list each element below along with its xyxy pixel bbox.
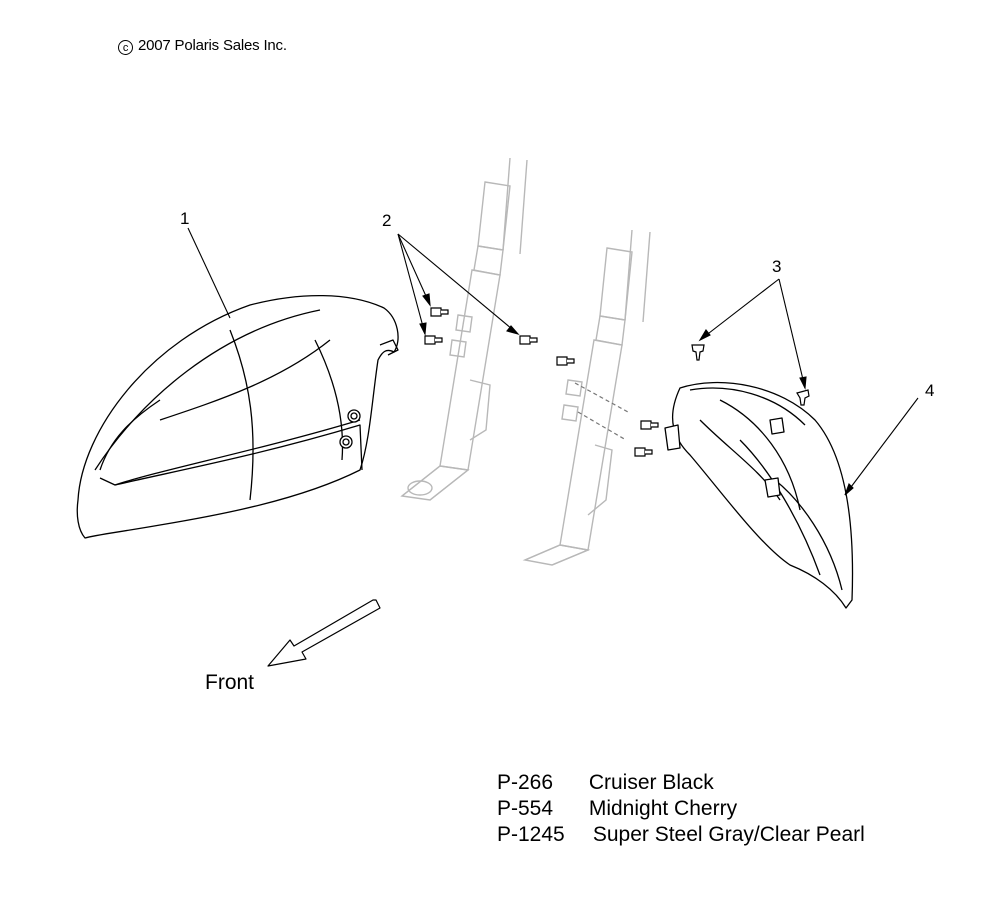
fork-assembly [400,157,651,566]
paint-code-row: P-1245 Super Steel Gray/Clear Pearl [497,822,865,848]
screws-part-2 [424,307,659,457]
paint-code-row: P-266 Cruiser Black [497,770,865,796]
rivets-part-3 [691,344,810,406]
paint-name: Cruiser Black [588,771,714,794]
paint-code-row: P-554 Midnight Cherry [497,796,865,822]
leader-lines [187,227,919,496]
callout-1: 1 [180,209,190,228]
callout-3: 3 [772,257,782,276]
front-fender-part-1 [76,294,399,539]
paint-code: P-1245 [497,823,565,846]
paint-name: Super Steel Gray/Clear Pearl [592,823,865,846]
copyright-text: 2007 Polaris Sales Inc. [138,37,287,54]
rear-fender-part-4 [664,381,854,609]
copyright-notice: c 2007 Polaris Sales Inc. [118,37,287,55]
front-label: Front [205,671,255,694]
paint-code: P-554 [497,797,554,820]
left-fork-leg [400,157,528,501]
callout-4: 4 [925,381,935,400]
paint-code-list: P-266 Cruiser Black P-554 Midnight Cherr… [497,770,865,848]
paint-code: P-266 [497,771,554,794]
copyright-icon: c [118,40,133,55]
right-fork-leg [522,229,651,566]
front-arrow-icon [267,599,381,667]
paint-name: Midnight Cherry [588,797,738,820]
callout-2: 2 [382,211,392,230]
